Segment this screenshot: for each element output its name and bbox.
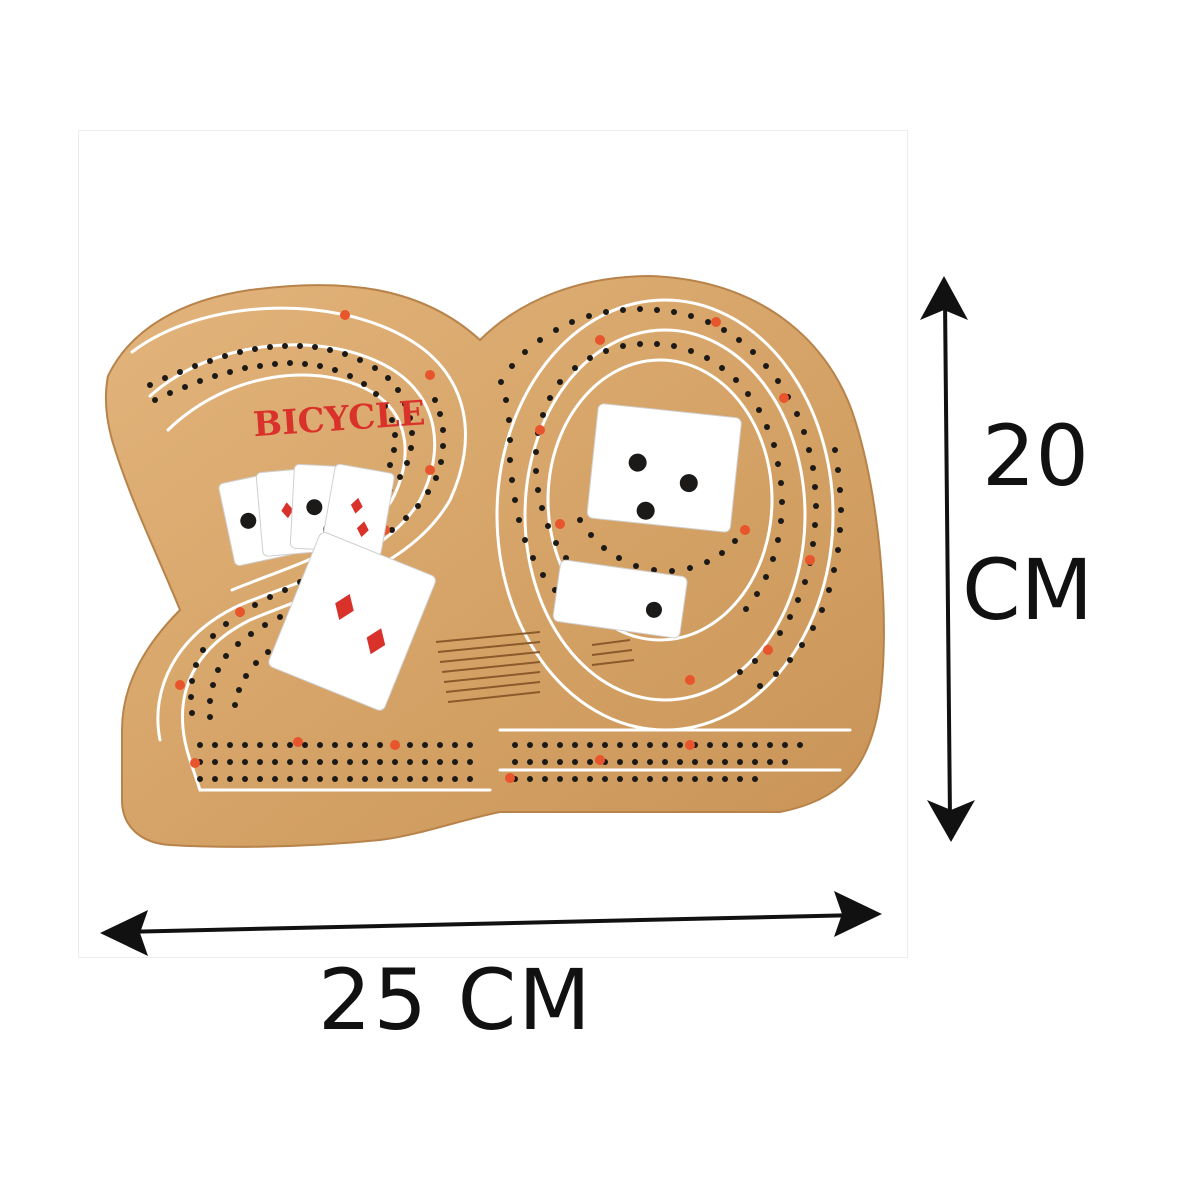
track-zero bbox=[495, 298, 852, 772]
image-frame bbox=[78, 130, 908, 958]
peg-holes bbox=[147, 306, 844, 782]
card-five-of-diamonds bbox=[268, 532, 436, 711]
card-under-spade bbox=[552, 559, 688, 639]
card-fan bbox=[218, 463, 395, 567]
width-dimension-label: 25 CM bbox=[318, 951, 593, 1049]
height-dimension-unit: CM bbox=[962, 541, 1094, 639]
width-arrow bbox=[100, 891, 882, 956]
five-hole-markers bbox=[175, 310, 815, 783]
height-arrow bbox=[920, 276, 975, 842]
height-dimension-value: 20 bbox=[982, 407, 1089, 505]
fine-print-block bbox=[435, 631, 635, 703]
card-three-of-spades bbox=[586, 403, 742, 533]
